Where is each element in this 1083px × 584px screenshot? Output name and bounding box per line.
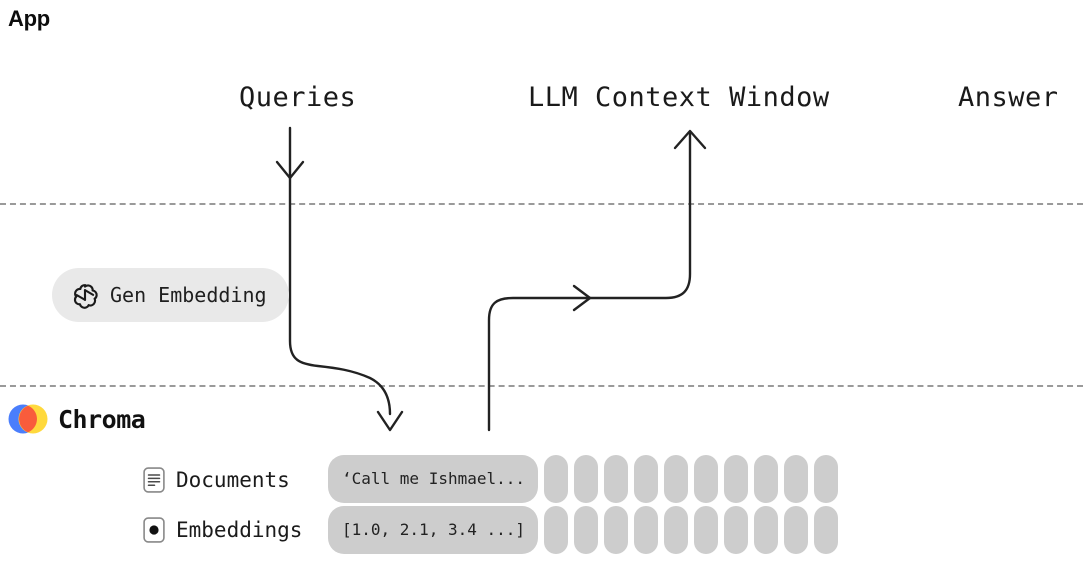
llm-context-window-label: LLM Context Window — [528, 82, 830, 113]
record-column-placeholder[interactable] — [694, 455, 718, 554]
filled-dot-icon — [143, 517, 165, 543]
chroma-logo-icon — [8, 404, 48, 434]
document-placeholder-pill[interactable] — [664, 455, 688, 503]
document-value-pill[interactable]: ‘Call me Ishmael... — [328, 455, 538, 503]
document-placeholder-pill[interactable] — [784, 455, 808, 503]
chroma-brand: Chroma — [8, 402, 146, 436]
document-placeholder-pill[interactable] — [694, 455, 718, 503]
arrowhead-queries-down — [275, 160, 305, 180]
record-column-placeholder[interactable] — [664, 455, 688, 554]
document-placeholder-pill[interactable] — [604, 455, 628, 503]
openai-logo-icon — [73, 284, 98, 309]
record-column-placeholder[interactable] — [544, 455, 568, 554]
record-column-placeholder[interactable] — [784, 455, 808, 554]
document-lines-icon — [143, 467, 165, 493]
band-separator-bottom — [0, 385, 1083, 387]
embedding-placeholder-pill[interactable] — [634, 506, 658, 554]
band-separator-top — [0, 203, 1083, 205]
row-documents: Documents — [143, 459, 290, 501]
embedding-placeholder-pill[interactable] — [574, 506, 598, 554]
embedding-placeholder-pill[interactable] — [724, 506, 748, 554]
queries-label: Queries — [239, 82, 357, 113]
chroma-records-grid: ‘Call me Ishmael... [1.0, 2.1, 3.4 ...] — [328, 455, 838, 554]
document-placeholder-pill[interactable] — [544, 455, 568, 503]
document-placeholder-pill[interactable] — [814, 455, 838, 503]
embedding-value-pill[interactable]: [1.0, 2.1, 3.4 ...] — [328, 506, 538, 554]
embedding-value-text: [1.0, 2.1, 3.4 ...] — [342, 520, 526, 539]
embedding-placeholder-pill[interactable] — [544, 506, 568, 554]
embedding-placeholder-pill[interactable] — [694, 506, 718, 554]
embedding-placeholder-pill[interactable] — [754, 506, 778, 554]
row-embeddings-label: Embeddings — [176, 517, 303, 542]
document-value-text: ‘Call me Ishmael... — [342, 469, 526, 488]
answer-label: Answer — [958, 82, 1059, 113]
embedding-placeholder-pill[interactable] — [604, 506, 628, 554]
page-title: App — [8, 6, 50, 31]
record-column-placeholder[interactable] — [724, 455, 748, 554]
record-column-placeholder[interactable] — [754, 455, 778, 554]
chroma-wordmark: Chroma — [58, 404, 146, 434]
embedding-placeholder-pill[interactable] — [784, 506, 808, 554]
arrowhead-context-right — [572, 284, 592, 312]
row-embeddings: Embeddings — [143, 509, 302, 551]
wire-queries-to-chroma — [288, 126, 392, 416]
record-column-placeholder[interactable] — [574, 455, 598, 554]
row-documents-label: Documents — [176, 467, 290, 492]
arrowhead-into-llm — [673, 129, 707, 150]
embedding-placeholder-pill[interactable] — [664, 506, 688, 554]
gen-embedding-label: Gen Embedding — [110, 283, 267, 307]
document-placeholder-pill[interactable] — [754, 455, 778, 503]
gen-embedding-step[interactable]: Gen Embedding — [52, 268, 289, 322]
document-placeholder-pill[interactable] — [634, 455, 658, 503]
arrowhead-into-chroma — [376, 410, 404, 432]
document-placeholder-pill[interactable] — [574, 455, 598, 503]
record-column-primary[interactable]: ‘Call me Ishmael... [1.0, 2.1, 3.4 ...] — [328, 455, 538, 554]
document-placeholder-pill[interactable] — [724, 455, 748, 503]
record-column-placeholder[interactable] — [604, 455, 628, 554]
embedding-placeholder-pill[interactable] — [814, 506, 838, 554]
record-column-placeholder[interactable] — [814, 455, 838, 554]
record-column-placeholder[interactable] — [634, 455, 658, 554]
